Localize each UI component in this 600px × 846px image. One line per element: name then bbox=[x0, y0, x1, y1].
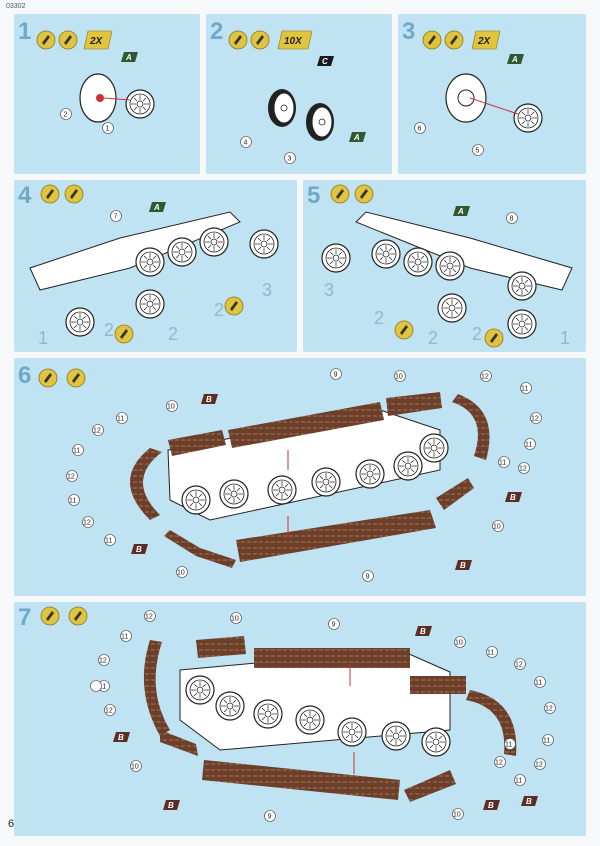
step-6-callout-12b: 12 bbox=[67, 474, 75, 481]
step-number-5: 5 bbox=[307, 182, 321, 209]
step-6-callout-9a: 9 bbox=[334, 372, 338, 379]
step-4-ghost-2c: 2 bbox=[214, 300, 224, 320]
step-4-ghost-1: 1 bbox=[38, 328, 48, 348]
step-7-callout-11b: 11 bbox=[99, 684, 106, 691]
step-7-callout-11c: 11 bbox=[487, 650, 494, 657]
step-7-callout-9b: 9 bbox=[268, 814, 272, 821]
step-5-ghost-2a: 2 bbox=[374, 308, 384, 328]
step-7-flag-b4: B bbox=[488, 801, 494, 810]
step-6-callout-11a: 11 bbox=[117, 416, 124, 423]
step-5-flag: A bbox=[457, 207, 464, 216]
step-5-ghost-2c: 2 bbox=[472, 324, 482, 344]
step-number-7: 7 bbox=[18, 604, 32, 631]
step-number-2: 2 bbox=[210, 18, 224, 45]
step-6-callout-11b: 11 bbox=[73, 448, 80, 455]
step-7-callout-12g: 12 bbox=[495, 760, 503, 767]
step-4-ghost-2b: 2 bbox=[168, 324, 178, 344]
step-number-1: 1 bbox=[18, 18, 32, 45]
step-number-3: 3 bbox=[402, 18, 416, 45]
step-6-flag-b1: B bbox=[206, 395, 212, 404]
step-number-6: 6 bbox=[18, 362, 32, 389]
step-7-callout-12d: 12 bbox=[515, 662, 523, 669]
step-7-callout-10a: 10 bbox=[231, 616, 239, 623]
step-4-ghost-2a: 2 bbox=[104, 320, 114, 340]
step-4-callout-7: 7 bbox=[114, 214, 118, 221]
step-5-ghost-3: 3 bbox=[324, 280, 334, 300]
step-7-flag-b2: B bbox=[118, 733, 124, 742]
step-7-callout-10d: 10 bbox=[453, 812, 461, 819]
step-6-flag-b4: B bbox=[460, 561, 466, 570]
step-6-callout-12a: 12 bbox=[93, 428, 101, 435]
step-7-callout-12c: 12 bbox=[105, 708, 113, 715]
step-6-callout-11g: 11 bbox=[499, 460, 506, 467]
step-6-flag-b3: B bbox=[136, 545, 142, 554]
step-7-flag-b1: B bbox=[420, 627, 426, 636]
step-7-callout-11e: 11 bbox=[543, 738, 550, 745]
step-1-flag: A bbox=[125, 53, 132, 62]
step-6-callout-10c: 10 bbox=[493, 524, 501, 531]
step-7-callout-12e: 12 bbox=[545, 706, 553, 713]
step-7-callout-10b: 10 bbox=[455, 640, 463, 647]
step-7-callout-11g: 11 bbox=[505, 742, 512, 749]
step-3-flag: A bbox=[511, 55, 518, 64]
step-7-callout-12a: 12 bbox=[145, 614, 153, 621]
step-6-callout-12f: 12 bbox=[519, 466, 527, 473]
step-3-callout-5: 5 bbox=[476, 148, 480, 155]
step-6-callout-10d: 10 bbox=[177, 570, 185, 577]
step-4-ghost-3: 3 bbox=[262, 280, 272, 300]
step-7-callout-10c: 10 bbox=[131, 764, 139, 771]
step-6-callout-10b: 10 bbox=[167, 404, 175, 411]
step-7-callout-11f: 11 bbox=[515, 778, 522, 785]
step-2-callout-4: 4 bbox=[244, 140, 248, 147]
step-6-callout-12d: 12 bbox=[481, 374, 489, 381]
step-7-callout-9a: 9 bbox=[332, 622, 336, 629]
step-7-flag-b5: B bbox=[526, 797, 532, 806]
step-6-callout-11d: 11 bbox=[105, 538, 112, 545]
step-1-callout-2: 2 bbox=[64, 112, 68, 119]
step-6-callout-11e: 11 bbox=[521, 386, 528, 393]
step-1-callout-1: 1 bbox=[106, 126, 110, 133]
step-3-multiplier: 2X bbox=[477, 36, 492, 47]
step-7-flag-b3: B bbox=[168, 801, 174, 810]
step-6-callout-12e: 12 bbox=[531, 416, 539, 423]
step-3-callout-6: 6 bbox=[418, 126, 422, 133]
step-4-flag: A bbox=[153, 203, 160, 212]
step-5-callout-8: 8 bbox=[510, 216, 514, 223]
step-6-callout-12c: 12 bbox=[83, 520, 91, 527]
step-6-callout-10a: 10 bbox=[395, 374, 403, 381]
step-6-flag-b2: B bbox=[510, 493, 516, 502]
step-7-callout-12b: 12 bbox=[99, 658, 107, 665]
step-2-flag-c: C bbox=[322, 57, 328, 66]
step-7-callout-11a: 11 bbox=[121, 634, 128, 641]
step-6-callout-11f: 11 bbox=[525, 442, 532, 449]
step-5-ghost-2b: 2 bbox=[428, 328, 438, 348]
step-number-4: 4 bbox=[18, 182, 32, 209]
page-number: 6 bbox=[8, 818, 15, 830]
step-2-multiplier: 10X bbox=[284, 36, 303, 47]
step-5-ghost-1: 1 bbox=[560, 328, 570, 348]
step-6-callout-11c: 11 bbox=[69, 498, 76, 505]
step-7-callout-11d: 11 bbox=[535, 680, 542, 687]
step-2-callout-3: 3 bbox=[288, 156, 292, 163]
step-2-flag-a: A bbox=[353, 133, 360, 142]
step-7-callout-12f: 12 bbox=[535, 762, 543, 769]
step-6-callout-9b: 9 bbox=[366, 574, 370, 581]
document-code: 03302 bbox=[6, 3, 26, 10]
step-1-multiplier: 2X bbox=[89, 36, 104, 47]
